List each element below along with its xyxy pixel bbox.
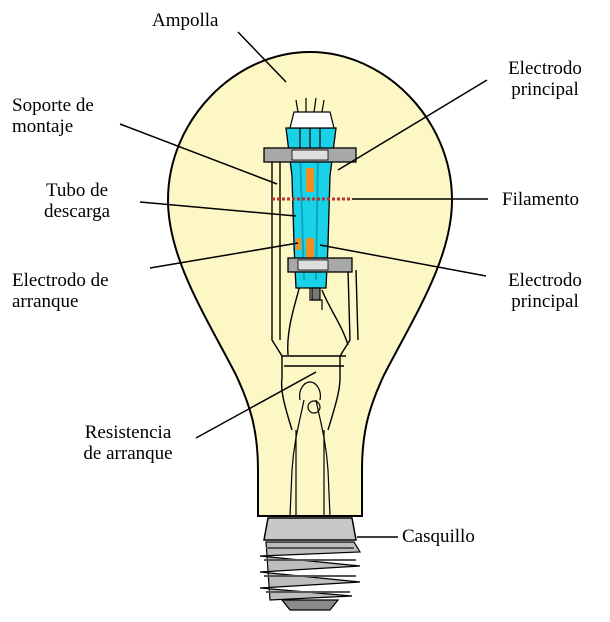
base-collar — [263, 517, 357, 541]
leader-lines — [119, 31, 488, 538]
leader-electrodo-principal-bottom — [319, 244, 487, 277]
base-thread-stripes — [264, 547, 356, 593]
label-electrodo-principal-top: Electrodo principal — [486, 58, 604, 100]
label-line: Soporte de — [12, 95, 94, 116]
screw-base — [259, 517, 362, 611]
label-line: descarga — [43, 201, 111, 222]
label-line: Tubo de — [45, 180, 109, 201]
label-resistencia-de-arranque: Resistencia de arranque — [58, 422, 198, 464]
upper-plate-window — [291, 149, 329, 161]
label-soporte-de-montaje: Soporte de montaje — [12, 95, 94, 137]
label-ampolla: Ampolla — [152, 10, 219, 31]
main-electrode-bottom — [306, 238, 314, 258]
label-line: Electrodo de — [12, 270, 109, 291]
label-line: principal — [511, 79, 579, 100]
label-line: montaje — [12, 116, 74, 137]
label-line: de arranque — [83, 443, 173, 464]
label-line: Electrodo — [508, 270, 582, 291]
main-electrode-top — [306, 168, 314, 192]
label-electrodo-de-arranque: Electrodo de arranque — [12, 270, 109, 312]
glass-stem — [289, 381, 331, 517]
lower-plate-window — [297, 259, 329, 271]
leader-electrodo-principal-top — [337, 79, 488, 171]
base-contact — [280, 599, 340, 611]
leader-resistencia — [195, 371, 317, 439]
leader-tubo — [139, 201, 297, 217]
label-filamento: Filamento — [502, 189, 580, 210]
base-thread — [259, 541, 362, 601]
label-line: principal — [511, 291, 579, 312]
label-line: Electrodo — [508, 58, 582, 79]
leader-soporte — [119, 123, 278, 185]
label-casquillo: Casquillo — [402, 526, 475, 547]
label-line: Resistencia — [84, 422, 172, 443]
starting-resistor — [309, 287, 323, 310]
leader-electrodo-arranque — [149, 242, 299, 269]
label-tubo-de-descarga: Tubo de descarga — [12, 180, 142, 222]
mounting-frame — [271, 160, 359, 431]
leader-ampolla — [237, 31, 287, 83]
label-electrodo-principal-bottom: Electrodo principal — [486, 270, 604, 312]
label-line: arranque — [12, 291, 79, 312]
starting-electrode — [296, 238, 301, 250]
